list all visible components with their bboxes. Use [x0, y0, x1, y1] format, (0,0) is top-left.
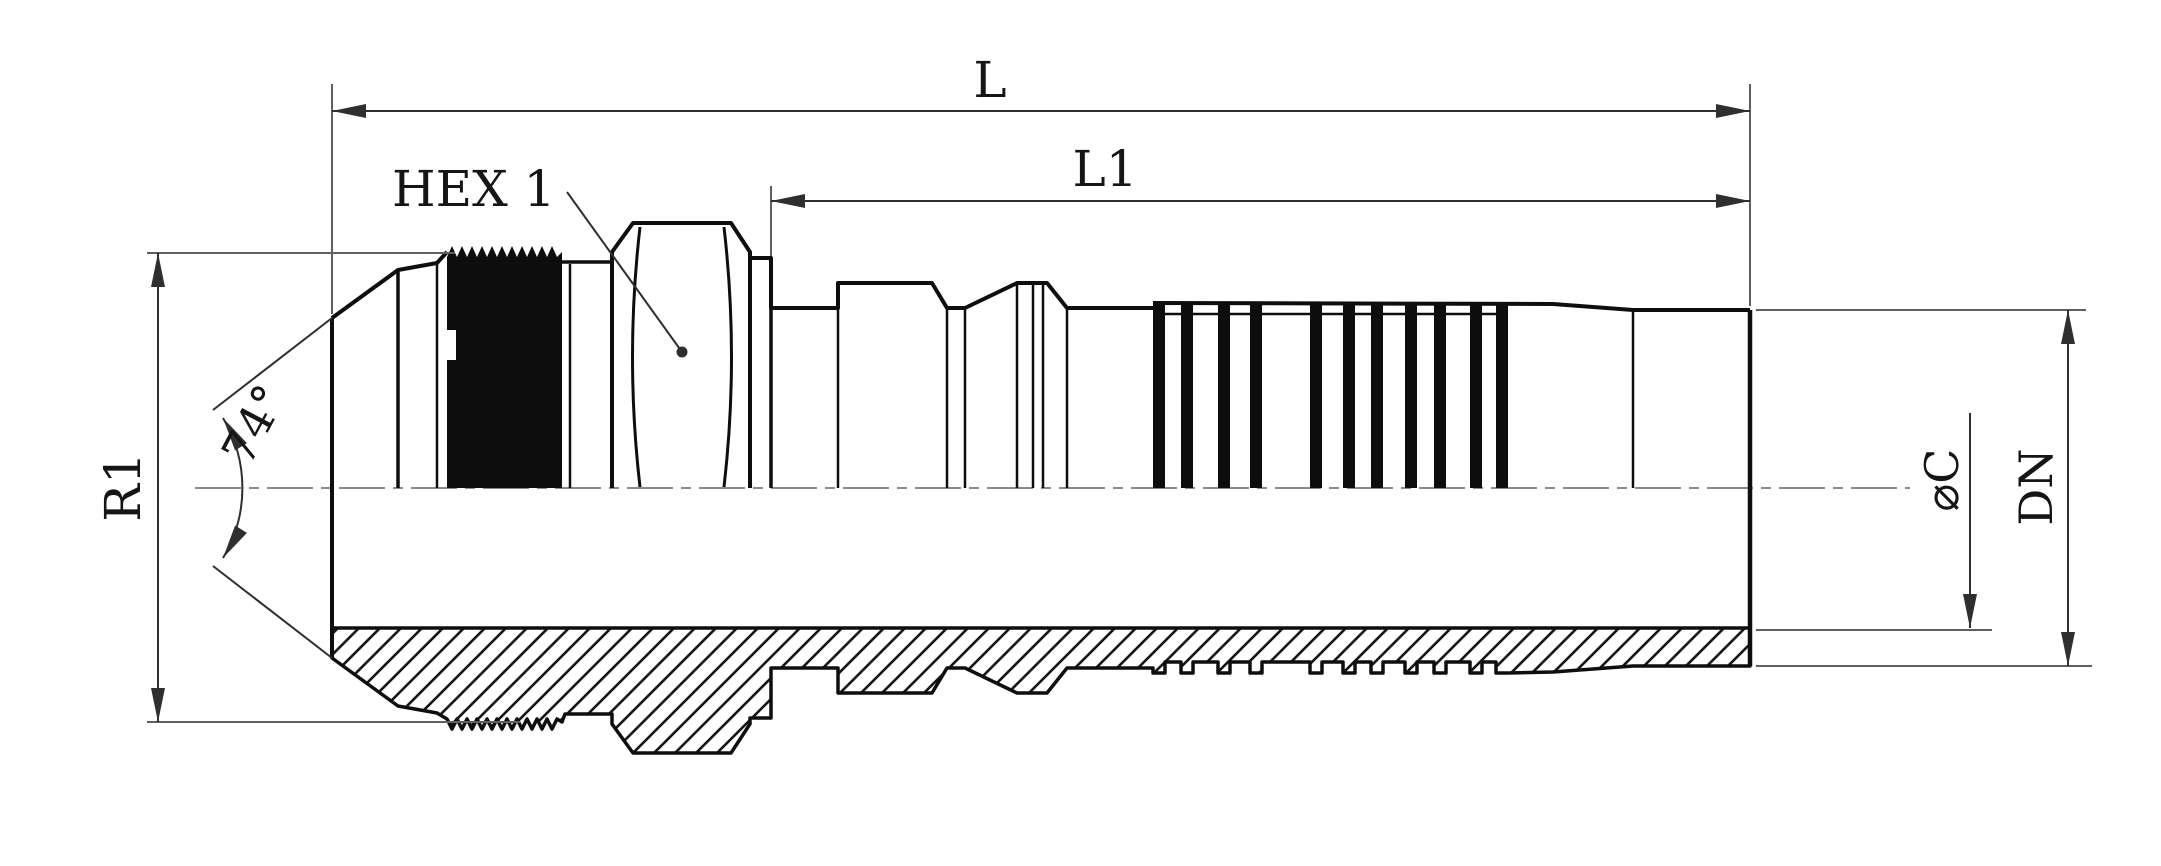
extension-lines: [147, 84, 2092, 723]
hex-leader-line: [566, 191, 683, 353]
hex-face-arc-right: [722, 226, 733, 488]
dimension-labels: L L1 HEX 1 R1 74° ⌀C DN: [94, 51, 2063, 526]
label-hex-size: HEX 1: [392, 160, 555, 218]
external-upper-half: [330, 221, 1753, 666]
rib-zone-envelope: [1152, 301, 1750, 312]
crimp-rib-bars: [1153, 303, 1508, 488]
section-cut-area: [330, 626, 1752, 755]
label-tail-length: L1: [1072, 140, 1137, 198]
label-overall-length: L: [973, 51, 1006, 109]
hex-face-arc-left: [631, 226, 642, 488]
thread-block: [447, 246, 562, 488]
label-bore-diameter: ⌀C: [1915, 449, 1969, 512]
angle-line-upper: [212, 317, 333, 411]
label-cone-angle: 74°: [211, 376, 297, 473]
collar-and-barb-profile: [750, 256, 1153, 310]
angle-line-lower: [212, 565, 333, 659]
hex-leader-dot: [676, 346, 688, 358]
dimension-arrowheads: [151, 104, 2075, 722]
label-thread-size: R1: [94, 452, 152, 521]
thread-section: [446, 246, 562, 488]
section-lower-half: [330, 626, 1752, 755]
cone-face: [330, 250, 449, 320]
dimension-lines: [157, 110, 2069, 722]
hex-nut-outline: [610, 221, 752, 488]
thread-runout-notch: [446, 330, 456, 360]
label-nominal-diameter: DN: [2009, 448, 2063, 525]
